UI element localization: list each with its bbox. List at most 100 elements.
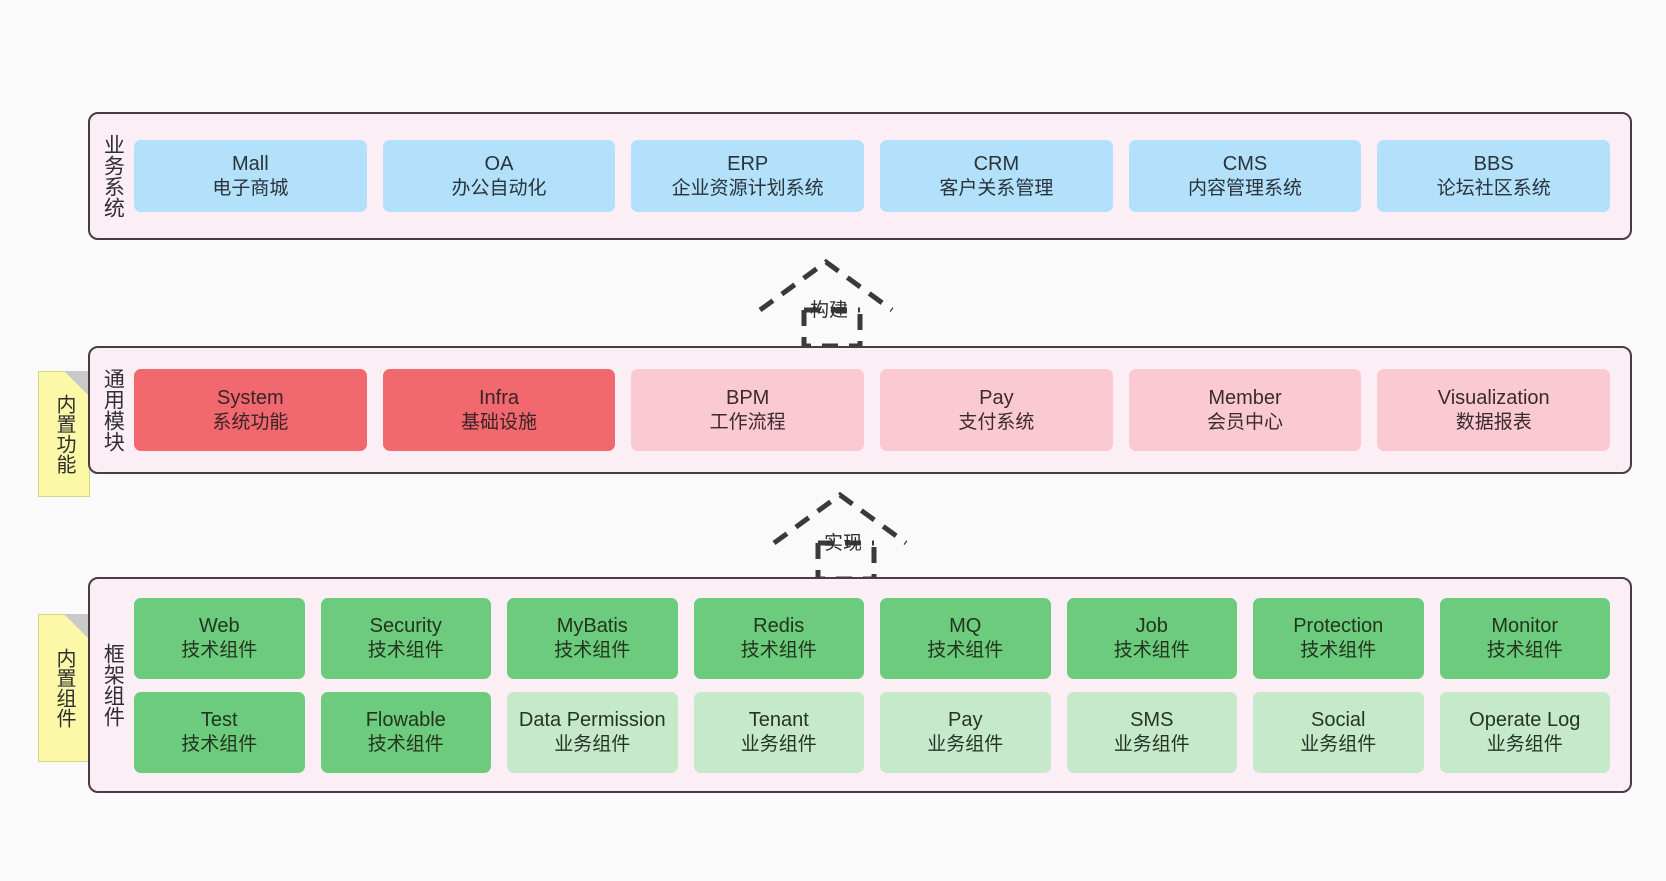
card-subtitle: 业务组件: [927, 733, 1004, 755]
card-title: Security: [369, 615, 442, 638]
module-card-member[interactable]: Member 会员中心: [1128, 369, 1362, 451]
card-title: Mall: [232, 153, 269, 176]
card-title: Flowable: [365, 709, 446, 732]
layer-business-system: 业务系统 Mall 电子商城 OA 办公自动化 ERP 企业资源计划系统 CRM…: [88, 112, 1632, 240]
layer-common-modules: 通用模块 System 系统功能 Infra 基础设施 BPM 工作流程 Pay…: [88, 346, 1632, 474]
card-title: ERP: [727, 153, 769, 176]
card-title: System: [216, 387, 284, 410]
layer-row: Test 技术组件 Flowable 技术组件 Data Permission …: [134, 691, 1610, 773]
card-title: CRM: [973, 153, 1020, 176]
card-subtitle: 技术组件: [740, 639, 817, 661]
module-card-erp[interactable]: ERP 企业资源计划系统: [631, 140, 865, 212]
card-title: MQ: [949, 615, 982, 638]
layer-row: Mall 电子商城 OA 办公自动化 ERP 企业资源计划系统 CRM 客户关系…: [134, 140, 1611, 212]
card-subtitle: 技术组件: [1113, 639, 1190, 661]
card-title: Member: [1208, 387, 1282, 410]
module-card-security[interactable]: Security 技术组件: [320, 597, 491, 679]
card-title: CMS: [1222, 153, 1268, 176]
note-text: 内置组件: [53, 648, 75, 728]
module-card-bpm[interactable]: BPM 工作流程: [631, 369, 865, 451]
build-arrow-icon: [758, 258, 894, 349]
card-subtitle: 业务组件: [1486, 733, 1563, 755]
card-subtitle: 系统功能: [212, 411, 289, 433]
connector-implement-label: 实现: [824, 533, 863, 554]
card-title: Pay: [948, 709, 983, 732]
card-subtitle: 办公自动化: [451, 177, 547, 199]
module-card-data-permission[interactable]: Data Permission 业务组件: [507, 691, 678, 773]
card-subtitle: 电子商城: [212, 177, 289, 199]
card-subtitle: 客户关系管理: [939, 177, 1054, 199]
module-card-bbs[interactable]: BBS 论坛社区系统: [1377, 140, 1611, 212]
module-card-oa[interactable]: OA 办公自动化: [382, 140, 616, 212]
connector-build: 构建: [748, 256, 918, 349]
card-title: BPM: [726, 387, 770, 410]
module-card-mq[interactable]: MQ 技术组件: [880, 597, 1051, 679]
card-subtitle: 业务组件: [740, 733, 817, 755]
card-title: Social: [1311, 709, 1366, 732]
layer-row: Web 技术组件 Security 技术组件 MyBatis 技术组件 Redi…: [134, 597, 1610, 679]
card-subtitle: 技术组件: [1486, 639, 1563, 661]
card-subtitle: 技术组件: [1300, 639, 1377, 661]
module-card-infra[interactable]: Infra 基础设施: [382, 369, 616, 451]
card-subtitle: 技术组件: [927, 639, 1004, 661]
card-subtitle: 企业资源计划系统: [671, 177, 824, 199]
module-card-crm[interactable]: CRM 客户关系管理: [880, 140, 1113, 212]
card-title: OA: [484, 153, 514, 176]
card-title: Job: [1135, 615, 1168, 638]
card-title: SMS: [1130, 709, 1174, 732]
card-subtitle: 论坛社区系统: [1436, 177, 1551, 199]
layer-body-framework-components: Web 技术组件 Security 技术组件 MyBatis 技术组件 Redi…: [134, 579, 1630, 791]
module-card-redis[interactable]: Redis 技术组件: [693, 597, 864, 679]
module-card-test[interactable]: Test 技术组件: [134, 691, 305, 773]
card-title: Pay: [979, 387, 1014, 410]
module-card-cms[interactable]: CMS 内容管理系统: [1128, 140, 1362, 212]
layer-framework-components: 框架组件 Web 技术组件 Security 技术组件 MyBatis 技术组件…: [88, 577, 1632, 793]
module-card-protection[interactable]: Protection 技术组件: [1253, 597, 1424, 679]
card-title: Test: [200, 709, 238, 732]
card-title: Infra: [478, 387, 520, 410]
card-subtitle: 业务组件: [1300, 733, 1377, 755]
card-subtitle: 会员中心: [1207, 411, 1284, 433]
card-title: Protection: [1293, 615, 1384, 638]
card-title: Tenant: [748, 709, 809, 732]
card-title: MyBatis: [556, 615, 628, 638]
module-card-monitor[interactable]: Monitor 技术组件: [1439, 597, 1610, 679]
module-card-flowable[interactable]: Flowable 技术组件: [320, 691, 491, 773]
module-card-mybatis[interactable]: MyBatis 技术组件: [507, 597, 678, 679]
card-subtitle: 基础设施: [461, 411, 538, 433]
module-card-mall[interactable]: Mall 电子商城: [134, 140, 367, 212]
card-subtitle: 技术组件: [181, 733, 258, 755]
card-title: Data Permission: [518, 709, 666, 732]
connector-implement: 实现: [762, 489, 932, 582]
card-title: Web: [198, 615, 240, 638]
module-card-tenant[interactable]: Tenant 业务组件: [693, 691, 864, 773]
implement-arrow-icon: [772, 491, 908, 582]
module-card-pay[interactable]: Pay 支付系统: [880, 369, 1113, 451]
card-subtitle: 技术组件: [181, 639, 258, 661]
module-card-job[interactable]: Job 技术组件: [1066, 597, 1237, 679]
card-subtitle: 工作流程: [709, 411, 786, 433]
module-card-web[interactable]: Web 技术组件: [134, 597, 305, 679]
card-subtitle: 技术组件: [367, 733, 444, 755]
card-subtitle: 内容管理系统: [1188, 177, 1303, 199]
layer-title-business-system: 业务系统: [101, 134, 125, 218]
card-subtitle: 业务组件: [554, 733, 631, 755]
card-title: Monitor: [1491, 615, 1559, 638]
module-card-sms[interactable]: SMS 业务组件: [1066, 691, 1237, 773]
card-title: Redis: [753, 615, 805, 638]
card-subtitle: 业务组件: [1113, 733, 1190, 755]
note-builtin-function: 内置功能: [38, 371, 90, 497]
layer-title-common-modules: 通用模块: [101, 368, 125, 452]
layer-body-business-system: Mall 电子商城 OA 办公自动化 ERP 企业资源计划系统 CRM 客户关系…: [134, 114, 1630, 238]
card-subtitle: 支付系统: [958, 411, 1035, 433]
module-card-social[interactable]: Social 业务组件: [1253, 691, 1424, 773]
note-text: 内置功能: [53, 394, 75, 474]
layer-row: System 系统功能 Infra 基础设施 BPM 工作流程 Pay 支付系统…: [134, 369, 1611, 451]
note-builtin-component: 内置组件: [38, 614, 90, 762]
module-card-pay-component[interactable]: Pay 业务组件: [880, 691, 1051, 773]
module-card-system[interactable]: System 系统功能: [134, 369, 367, 451]
layer-body-common-modules: System 系统功能 Infra 基础设施 BPM 工作流程 Pay 支付系统…: [134, 348, 1630, 472]
module-card-visualization[interactable]: Visualization 数据报表: [1377, 369, 1611, 451]
module-card-operate-log[interactable]: Operate Log 业务组件: [1439, 691, 1610, 773]
connector-build-label: 构建: [810, 300, 849, 321]
